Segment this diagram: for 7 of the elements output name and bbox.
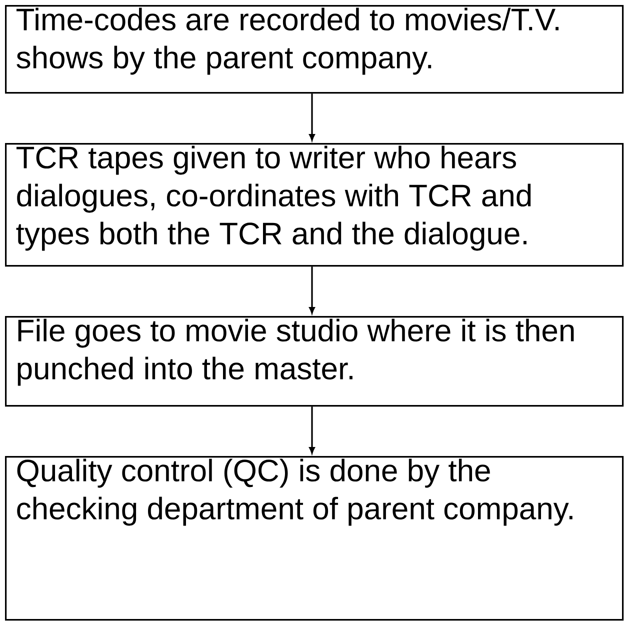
arrow: [309, 94, 315, 141]
process-box: File goes to movie studio where it is then punched into the master.: [5, 316, 624, 407]
arrow: [309, 266, 315, 314]
arrow: [309, 406, 315, 454]
process-box: Time-codes are recorded to movies/T.V. shows by the parent company.: [5, 5, 624, 94]
process-box: TCR tapes given to writer who hears dialogues, co-ordinates with TCR and types both the TCR and the dialogue.: [5, 143, 624, 267]
process-box: Quality control (QC) is done by the checking department of parent company.: [5, 456, 624, 621]
